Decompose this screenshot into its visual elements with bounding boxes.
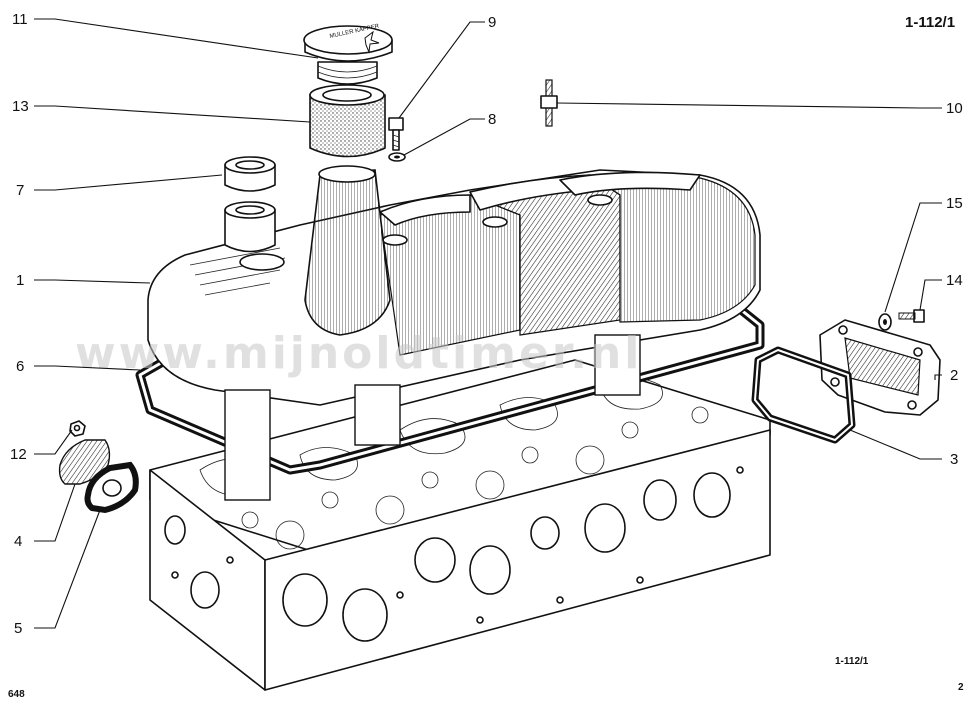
callout-11: 11 xyxy=(12,11,28,28)
callout-4: 4 xyxy=(14,533,22,550)
stud xyxy=(540,79,558,127)
washer xyxy=(878,313,892,331)
sheet-code-bottom: 1-112/1 xyxy=(835,656,869,667)
callout-13: 13 xyxy=(12,98,29,115)
callout-12: 12 xyxy=(10,446,27,463)
washer xyxy=(388,152,406,162)
breather-sleeve xyxy=(224,156,276,192)
plate-gasket xyxy=(84,461,139,514)
callout-10: 10 xyxy=(946,100,963,117)
watermark: www.mijnoldtimer.nl xyxy=(75,328,642,379)
side-cover-gasket xyxy=(751,346,856,444)
leader-lines xyxy=(34,18,942,629)
callout-5: 5 xyxy=(14,620,22,637)
callout-6: 6 xyxy=(16,358,24,375)
callout-9: 9 xyxy=(488,14,496,31)
callout-7: 7 xyxy=(16,182,24,199)
page-number-right: 2 xyxy=(958,682,964,693)
nut xyxy=(69,420,86,437)
side-cover-plate xyxy=(819,319,941,416)
page-number-left: 648 xyxy=(8,689,25,700)
blanking-plate xyxy=(58,439,111,485)
callout-2: 2 xyxy=(950,367,958,384)
filter-element xyxy=(309,84,386,158)
callout-14: 14 xyxy=(946,272,963,289)
cylinder-head xyxy=(149,359,771,691)
rocker-cover xyxy=(147,165,761,501)
callout-8: 8 xyxy=(488,111,496,128)
callout-labels: 11 13 7 1 6 12 4 5 9 8 10 15 14 2 3 xyxy=(10,11,963,637)
callout-1: 1 xyxy=(16,272,24,289)
screw xyxy=(898,309,925,323)
sheet-code-top: 1-112/1 xyxy=(905,14,955,31)
callout-3: 3 xyxy=(950,451,958,468)
callout-15: 15 xyxy=(946,195,963,212)
bolt xyxy=(388,117,404,151)
oil-filler-cap: MULLER KAPPER xyxy=(303,23,393,85)
